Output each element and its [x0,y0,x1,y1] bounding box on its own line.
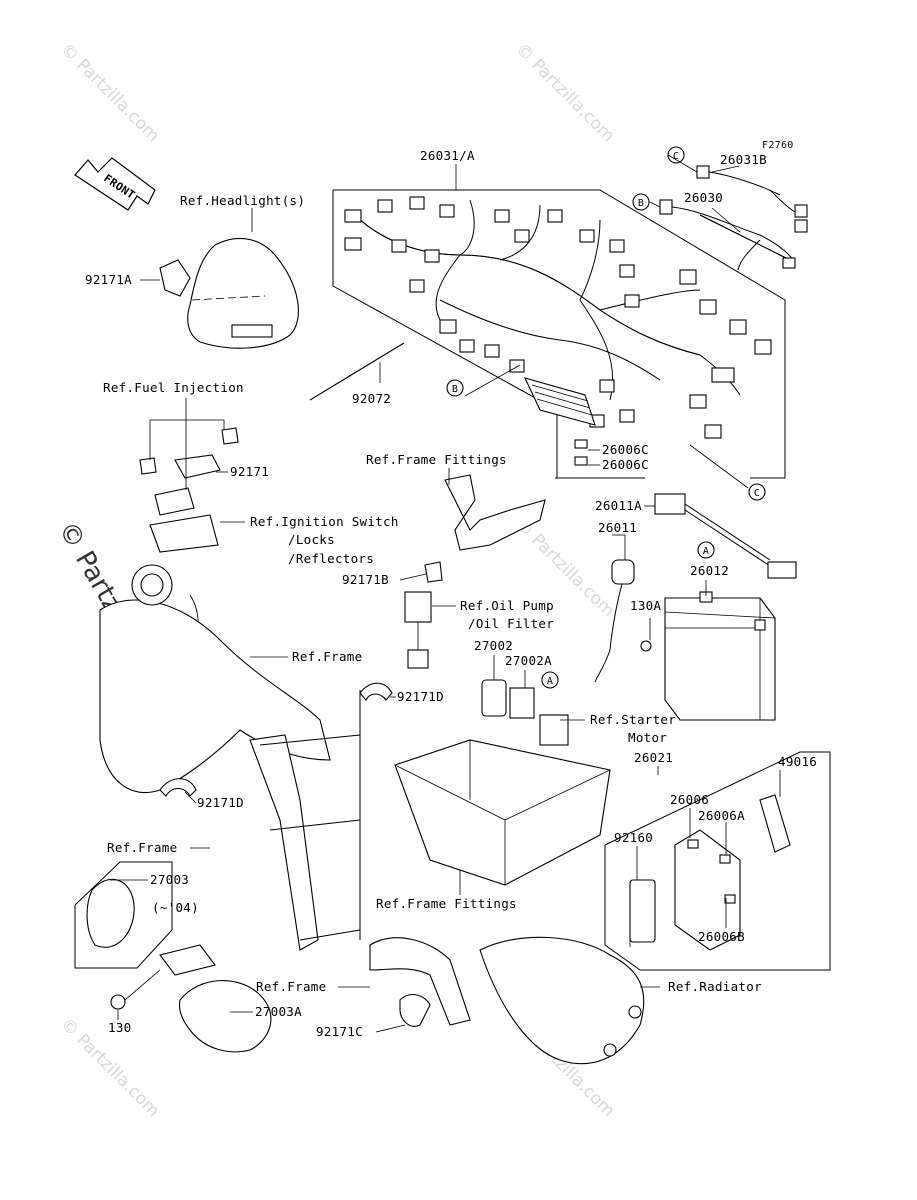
label-92171D-1[interactable]: 92171D [397,689,444,704]
label-27002[interactable]: 27002 [474,638,513,653]
label-ref-frame-fittings-2: Ref.Frame Fittings [376,896,517,911]
horn-inset [74,861,173,969]
main-wiring-harness [344,196,772,466]
label-ref-radiator: Ref.Radiator [668,979,762,994]
label-26031B[interactable]: 26031B [720,152,767,167]
label-92171B[interactable]: 92171B [342,572,389,587]
label-27003[interactable]: 27003 [150,872,189,887]
label-26030[interactable]: 26030 [684,190,723,205]
label-26006C-1[interactable]: 26006C [602,442,649,457]
oil-pump-relay [404,591,432,669]
radiator-reservoir [479,936,645,1065]
horn-27003A [110,944,272,1053]
label-92171A[interactable]: 92171A [85,272,132,287]
label-27003-note: (~'04) [152,900,199,915]
label-26011[interactable]: 26011 [598,520,637,535]
svg-text:C: C [673,151,679,162]
callout-a-right: A [697,541,715,559]
label-130[interactable]: 130 [108,1020,131,1035]
label-ref-frame-1: Ref.Frame [292,649,362,664]
callout-b-left: B [446,379,464,397]
label-92171[interactable]: 92171 [230,464,269,479]
label-92171D-2[interactable]: 92171D [197,795,244,810]
part-labels: F2760 26031/A 26031B 26030 Ref.Headlight… [85,140,817,1039]
callout-b-top: B [632,193,650,211]
label-ref-starter: Ref.Starter [590,712,676,727]
label-ref-frame-3: Ref.Frame [256,979,326,994]
label-26031A[interactable]: 26031/A [420,148,475,163]
label-ref-frame-2: Ref.Frame [107,840,177,855]
svg-text:B: B [638,198,644,209]
battery-tray [394,739,611,886]
frame-tube-lower [369,937,471,1027]
label-ref-motor: Motor [628,730,667,745]
label-ref-oil-filter: /Oil Filter [468,616,554,631]
cable-tie-92072 [309,342,405,401]
leader-lines [110,154,781,1033]
label-ref-ignition-switch: Ref.Ignition Switch [250,514,399,529]
label-ref-reflectors: /Reflectors [288,551,374,566]
label-26006[interactable]: 26006 [670,792,709,807]
label-92160[interactable]: 92160 [614,830,653,845]
frame-section [99,564,361,951]
label-130A[interactable]: 130A [630,598,661,613]
label-92171C[interactable]: 92171C [316,1024,363,1039]
front-arrow: FRONT [74,157,156,211]
label-26006A[interactable]: 26006A [698,808,745,823]
clamps-92171D [159,682,393,797]
harness-26031B [696,165,808,233]
svg-text:A: A [547,676,553,687]
label-49016[interactable]: 49016 [778,754,817,769]
label-27003A[interactable]: 27003A [255,1004,302,1019]
watermark: © Partzilla.com [511,39,618,146]
label-26011A[interactable]: 26011A [595,498,642,513]
label-92072[interactable]: 92072 [352,391,391,406]
label-ref-frame-fittings-1: Ref.Frame Fittings [366,452,507,467]
label-ref-locks: /Locks [288,532,335,547]
callout-a-relay: A [541,671,559,689]
label-26006B[interactable]: 26006B [698,929,745,944]
diagram-code: F2760 [762,140,794,151]
svg-text:A: A [703,546,709,557]
ecu-group-box [604,751,831,971]
svg-text:C: C [754,488,760,499]
label-26012[interactable]: 26012 [690,563,729,578]
label-26021[interactable]: 26021 [634,750,673,765]
svg-text:B: B [452,384,458,395]
battery-cables [594,493,797,683]
harness-26030 [659,199,796,271]
callout-c-top: C [667,146,685,164]
battery-26012 [664,591,776,721]
frame-fittings-bracket [424,474,546,583]
label-ref-headlight: Ref.Headlight(s) [180,193,305,208]
relays-27002 [481,679,569,746]
label-ref-oil-pump: Ref.Oil Pump [460,598,554,613]
label-27002A[interactable]: 27002A [505,653,552,668]
callout-c-right: C [748,483,766,501]
watermark: © Partzilla.com [56,39,163,146]
headlight [159,237,299,349]
callout-circles: C B B C A A [446,146,766,689]
label-26006C-2[interactable]: 26006C [602,457,649,472]
label-ref-fuel-injection: Ref.Fuel Injection [103,380,244,395]
